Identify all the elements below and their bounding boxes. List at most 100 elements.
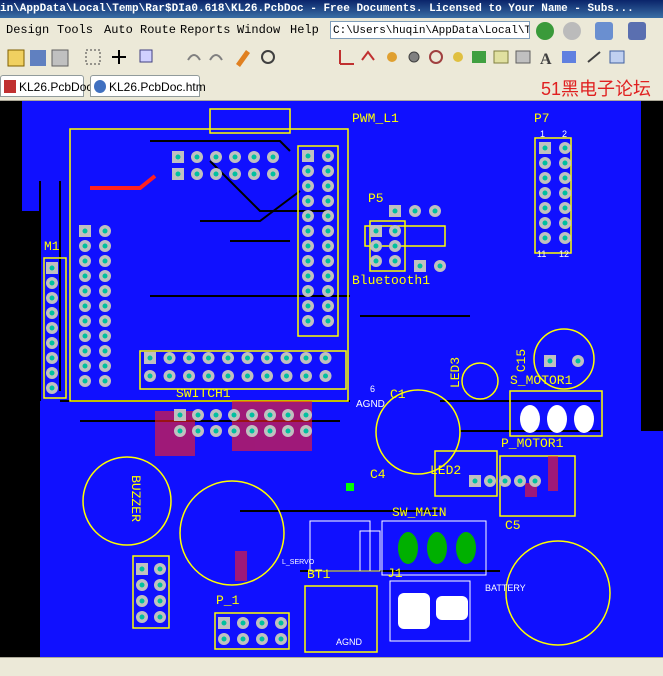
pad-hole	[542, 175, 548, 181]
pad-hole	[542, 160, 548, 166]
silkscreen-outlines	[43, 108, 611, 653]
zoom-icon[interactable]	[261, 50, 275, 64]
diff-pair-icon[interactable]	[361, 50, 375, 61]
pad-hole	[542, 235, 548, 241]
route-icon[interactable]	[339, 50, 354, 65]
menu-bar: Design Tools Auto Route Reports Window H…	[0, 18, 663, 45]
string-icon[interactable]: A	[540, 51, 552, 68]
designator-led3: LED3	[448, 356, 464, 389]
pad-hole	[245, 373, 250, 379]
pad-hole	[49, 265, 55, 271]
coordinate-icon[interactable]	[562, 51, 576, 63]
array-icon[interactable]	[609, 50, 625, 64]
dimension-icon[interactable]	[587, 51, 601, 63]
pad-hole	[82, 333, 88, 339]
pad-hole	[562, 160, 568, 166]
pad-hole	[49, 340, 55, 346]
pad-hole	[206, 373, 211, 379]
pcb-toolbar: A	[0, 44, 663, 72]
pad-hole	[231, 428, 237, 434]
pad-hole	[206, 355, 211, 361]
menu-design[interactable]: Design	[6, 23, 50, 37]
document-tab-bar: KL26.PcbDoc KL26.PcbDoc.htm 51黑电子论坛	[0, 72, 663, 101]
pad-hole	[186, 373, 192, 379]
fill-icon[interactable]	[453, 52, 463, 62]
save-icon[interactable]	[30, 50, 46, 66]
pad-hole	[562, 220, 568, 226]
print-icon[interactable]	[51, 49, 69, 67]
forward-icon[interactable]	[563, 22, 581, 40]
pad-hole	[373, 228, 379, 234]
via-icon[interactable]	[408, 51, 420, 63]
undo-icon[interactable]	[187, 54, 201, 61]
designator-c1: C1	[390, 387, 406, 402]
pcb-board[interactable]	[0, 101, 663, 657]
menu-reports[interactable]: Reports	[180, 23, 231, 37]
designator-p-1: P_1	[216, 593, 240, 608]
toolbar-icons: A	[7, 49, 625, 68]
pad-hole	[177, 412, 183, 418]
pcb-canvas[interactable]: PWM_L1 P7 P5 M1 Bluetooth1 SWITCH1 C1 LE…	[0, 101, 663, 657]
open-icon[interactable]	[7, 49, 25, 67]
pad-hole	[232, 171, 238, 177]
pad-hole	[147, 373, 153, 379]
pad-hole	[82, 378, 88, 384]
ground-pour	[22, 101, 641, 657]
polygon-icon[interactable]	[472, 51, 486, 63]
refresh-icon[interactable]	[595, 22, 613, 40]
sw-main-pads	[398, 532, 476, 564]
redo-icon[interactable]	[209, 54, 223, 61]
pad-hole	[542, 190, 548, 196]
pad-hole	[240, 636, 246, 642]
area-icon[interactable]	[139, 49, 153, 63]
pad-hole	[102, 258, 108, 264]
pad-hole	[82, 303, 88, 309]
pad-hole	[157, 582, 163, 588]
pad-hole	[82, 363, 88, 369]
window-title-bar: in\AppData\Local\Temp\Rar$DIa0.618\KL26.…	[0, 0, 663, 18]
menu-auto-route[interactable]: Auto Route	[104, 23, 177, 37]
pad-hole	[102, 243, 108, 249]
designator-switch1: SWITCH1	[176, 386, 231, 401]
pad-hole	[532, 478, 538, 484]
select-icon[interactable]	[85, 49, 101, 65]
pad-hole	[240, 620, 246, 626]
pad-hole	[245, 355, 250, 361]
pad-hole	[542, 220, 548, 226]
pad-hole	[267, 428, 273, 434]
designator-c15: C15	[514, 348, 530, 373]
label-battery: BATTERY	[485, 583, 526, 593]
pad-hole	[305, 153, 311, 159]
menu-tools[interactable]: Tools	[57, 23, 94, 37]
pad-hole	[325, 258, 331, 264]
pad-hole	[157, 614, 163, 620]
tab-htm[interactable]: KL26.PcbDoc.htm	[90, 75, 206, 97]
component-icon[interactable]	[515, 50, 531, 64]
pad-hole	[102, 273, 108, 279]
pad-hole	[305, 198, 311, 204]
designator-pwm-l1: PWM_L1	[352, 111, 399, 126]
pad-hole	[213, 171, 219, 177]
back-icon[interactable]	[536, 22, 554, 40]
pad-hole	[232, 154, 238, 160]
compile-icon[interactable]	[628, 22, 646, 40]
pad-hole	[175, 154, 181, 160]
pencil-icon[interactable]	[236, 50, 250, 67]
region-icon[interactable]	[493, 50, 509, 64]
pad-hole	[517, 478, 523, 484]
arc-icon[interactable]	[429, 50, 443, 64]
address-field[interactable]: C:\Users\huqin\AppData\Local\Te	[330, 21, 530, 39]
move-icon[interactable]	[112, 50, 126, 64]
pad-hole	[373, 258, 379, 264]
pad-hole	[102, 333, 108, 339]
pad-icon[interactable]	[387, 52, 397, 62]
pad-hole	[284, 373, 289, 379]
label-l-servo: L_SERVO	[282, 559, 315, 566]
pad-hole	[251, 154, 257, 160]
pad-hole	[285, 412, 291, 418]
menu-help[interactable]: Help	[290, 23, 319, 37]
designator-s-motor1: S_MOTOR1	[510, 373, 573, 388]
tab-pcbdoc[interactable]: KL26.PcbDoc	[0, 75, 92, 97]
pad-hole	[194, 171, 200, 177]
menu-window[interactable]: Window	[237, 23, 281, 37]
